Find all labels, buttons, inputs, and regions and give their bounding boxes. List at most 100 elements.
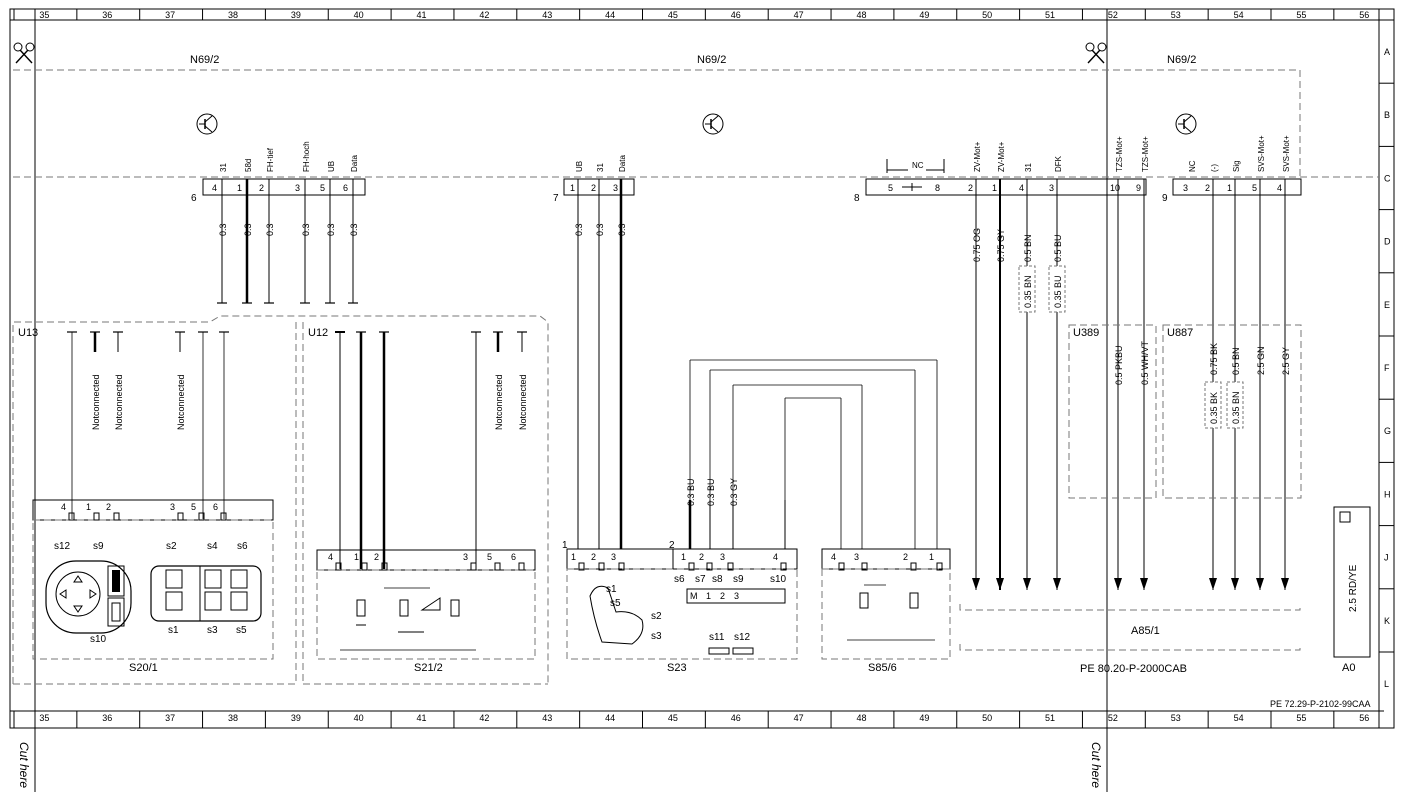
module-label-n69: N69/2	[190, 54, 219, 66]
connector-id: 2	[669, 540, 675, 551]
notconnected-label: Notconnected	[494, 374, 504, 430]
pin-number: 3	[295, 183, 300, 193]
grid-column-label: 39	[291, 10, 301, 20]
s85-connector-box	[821, 548, 951, 570]
notconnected-label: Notconnected	[114, 374, 124, 430]
nc-switch-icon	[886, 159, 945, 191]
s23-component-box	[566, 568, 798, 660]
s20-connector-box	[32, 499, 274, 521]
a0-wire-label: 2.5 RD/YE	[1348, 564, 1359, 612]
window-regulator-circuit-icon	[340, 587, 476, 651]
wire-color-label: 0.5 BU	[1053, 234, 1063, 262]
grid-column-label: 46	[731, 10, 741, 20]
pin-socket	[688, 562, 695, 571]
pin-number: 1	[1227, 183, 1232, 193]
seat-heater-icon	[708, 647, 754, 655]
s21-component-box	[316, 569, 536, 660]
wire-arrow	[1023, 578, 1031, 590]
pin-socket	[838, 562, 845, 571]
grid-column-label: 43	[542, 10, 552, 20]
grid-column-label: 51	[1045, 713, 1055, 723]
pin-signal: ZV-Mot+	[973, 141, 982, 172]
pin-socket	[936, 562, 943, 571]
pin-signal: (-)	[1210, 164, 1219, 172]
switch-label: s11	[709, 632, 725, 643]
component-label-s23: S23	[667, 662, 687, 674]
pin-signal: DFK	[1054, 155, 1063, 172]
grid-column-label: 50	[982, 10, 992, 20]
wire-splice-box	[1204, 381, 1222, 429]
pin-number: 5	[320, 183, 325, 193]
grid-row-label: L	[1384, 679, 1389, 689]
pin-number: 2	[1205, 183, 1210, 193]
wire-gauge: 0.3	[218, 223, 228, 236]
pin-socket	[706, 562, 713, 571]
s85-component-box	[821, 568, 951, 660]
pin-number: 1	[354, 552, 359, 562]
grid-column-label: 37	[165, 10, 175, 20]
grid-row-label: K	[1384, 616, 1390, 626]
s21-connector-box	[316, 549, 536, 571]
pin-socket	[861, 562, 868, 571]
s20-component-box	[32, 519, 274, 660]
wire-color-label: 2.5 GN	[1256, 346, 1266, 375]
pin-number: 9	[1136, 183, 1141, 193]
switch-label: s12	[734, 632, 751, 643]
component-label-s20: S20/1	[129, 662, 158, 674]
pin-socket	[68, 512, 75, 521]
wire-arrow	[1140, 578, 1148, 590]
pin-signal: FH-hoch	[302, 141, 311, 172]
seat-control-panel	[686, 588, 786, 604]
wire-color-label: 0.5 PKBU	[1114, 345, 1124, 385]
grid-column-label: 56	[1359, 713, 1369, 723]
pin-number: 10	[1110, 183, 1120, 193]
pin-signal: 58d	[244, 159, 253, 172]
grid-column-label: 48	[856, 713, 866, 723]
notconnected-label: Notconnected	[91, 374, 101, 430]
pin-signal: SVS-Mot+	[1257, 135, 1266, 172]
switch-label: s6	[237, 541, 248, 552]
pin-signal: UB	[575, 161, 584, 172]
wire-gauge: 0.3	[595, 223, 605, 236]
pin-signal: NC	[1188, 160, 1197, 172]
motor-row-label: 2	[720, 591, 725, 601]
wire-gauge: 0.3	[265, 223, 275, 236]
grid-row-label: B	[1384, 110, 1390, 120]
pin-number: 3	[463, 552, 468, 562]
switch-label: s12	[54, 541, 71, 552]
pin-socket	[598, 562, 605, 571]
pin-number: 3	[613, 183, 618, 193]
switch-label: s3	[207, 625, 218, 636]
grid-row-label: E	[1384, 300, 1390, 310]
grid-row-label: D	[1384, 237, 1391, 247]
pin-socket	[470, 562, 477, 571]
module-label-n69: N69/2	[697, 54, 726, 66]
transistor-icon	[702, 113, 724, 135]
transistor-icon	[1175, 113, 1197, 135]
pin-signal: NC	[912, 161, 924, 170]
grid-column-label: 52	[1108, 10, 1118, 20]
wire-splice-box	[1048, 265, 1066, 313]
grid-column-label: 38	[228, 10, 238, 20]
module-label-n69: N69/2	[1167, 54, 1196, 66]
pin-number: 4	[1277, 183, 1282, 193]
switch-label: s5	[610, 598, 621, 609]
pin-socket	[618, 562, 625, 571]
switch-label: s2	[166, 541, 177, 552]
motor-row-label: 1	[706, 591, 711, 601]
wire-color-label: 0.75 OG	[972, 228, 982, 262]
wire-arrow	[972, 578, 980, 590]
pin-number: 2	[591, 183, 596, 193]
switch-label: s3	[651, 631, 662, 642]
grid-column-label: 47	[794, 10, 804, 20]
wire-arrow	[1231, 578, 1239, 590]
pin-number: 2	[968, 183, 973, 193]
pin-socket	[335, 562, 342, 571]
window-switch-block-icon	[150, 565, 262, 622]
pin-number: 2	[374, 552, 379, 562]
wire-color-label: 0.75 BK	[1209, 343, 1219, 375]
